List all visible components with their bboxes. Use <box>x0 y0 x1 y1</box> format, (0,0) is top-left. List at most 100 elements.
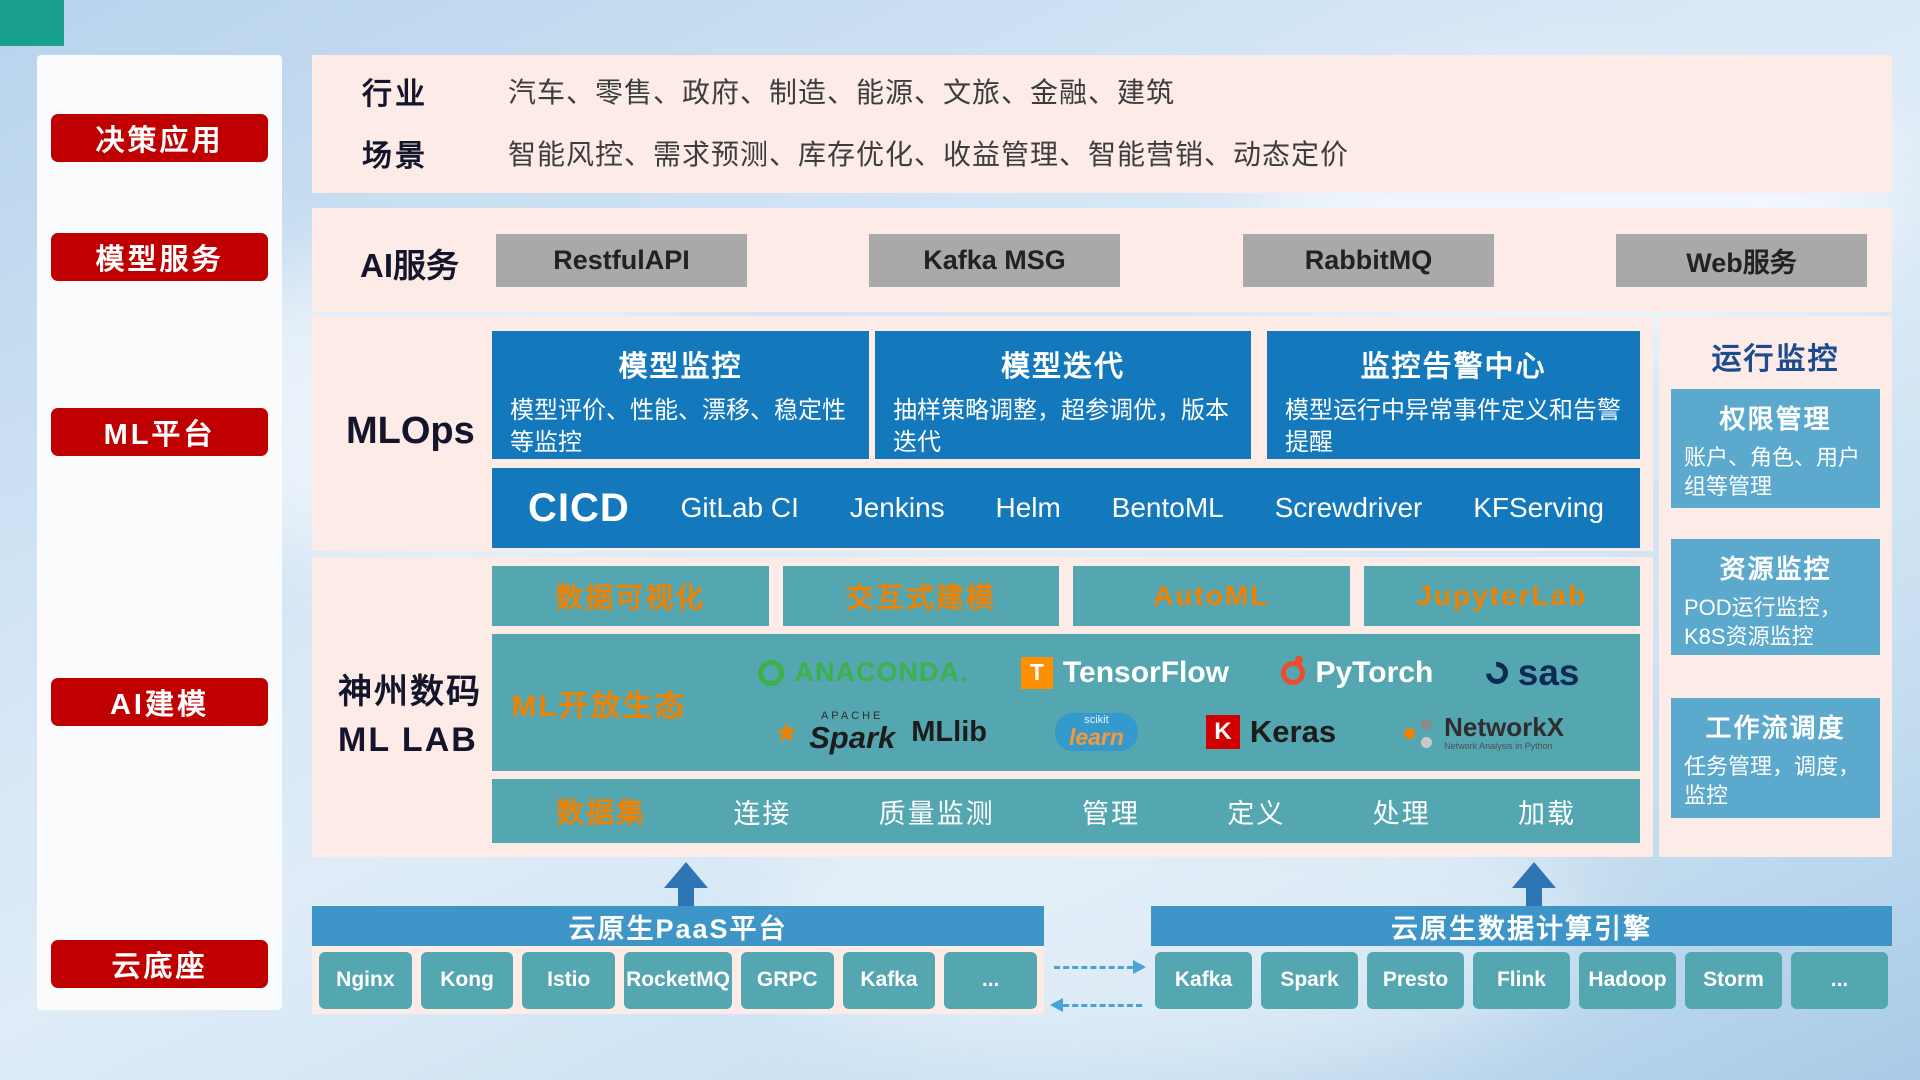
mllab-panel: 神州数码 ML LAB 数据可视化 交互式建模 AutoML JupyterLa… <box>312 557 1653 857</box>
cicd-bar: CICD GitLab CI Jenkins Helm BentoML Scre… <box>492 468 1640 548</box>
ecosystem-logo-row: APACHE Spark MLlib scikit learn K Keras <box>706 710 1632 756</box>
card-title: 监控告警中心 <box>1360 351 1547 383</box>
layer-badge-decision-apps: 决策应用 <box>51 114 268 162</box>
monitor-card-workflow: 工作流调度 任务管理，调度，监控 <box>1671 698 1880 818</box>
engine-chip-spark: Spark <box>1261 952 1358 1009</box>
tool-chip-jupyterlab: JupyterLab <box>1363 566 1640 626</box>
dataset-item-load: 加载 <box>1517 798 1576 829</box>
up-arrow-paas <box>664 862 708 906</box>
spark-brand: APACHE <box>820 710 884 723</box>
card-desc: 任务管理，调度，监控 <box>1684 754 1861 808</box>
cicd-item-kfserving: KFServing <box>1473 492 1604 523</box>
ai-service-panel: AI服务 RestfulAPI Kafka MSG RabbitMQ Web服务 <box>312 208 1892 312</box>
networkx-wordmark: NetworkX Network Analysis in Python <box>1444 713 1564 751</box>
ecosystem-logo-row: ANACONDA. T TensorFlow PyTorch sas <box>706 652 1632 694</box>
service-chip-restfulapi: RestfulAPI <box>496 234 747 287</box>
sas-label: sas <box>1517 651 1580 693</box>
monitor-card-permissions: 权限管理 账户、角色、用户组等管理 <box>1671 389 1880 508</box>
ml-ecosystem-panel: ML开放生态 ANACONDA. T TensorFlow PyTorch <box>492 634 1640 771</box>
scene-row: 场景 智能风控、需求预测、库存优化、收益管理、智能营销、动态定价 <box>312 131 1349 175</box>
tensorflow-icon: T <box>1020 656 1053 689</box>
scene-text: 智能风控、需求预测、库存优化、收益管理、智能营销、动态定价 <box>508 139 1350 170</box>
service-chip-kafka-msg: Kafka MSG <box>869 234 1120 287</box>
dataset-label: 数据集 <box>556 797 647 828</box>
engine-chip-more: ... <box>1791 952 1888 1009</box>
paas-bar: 云原生PaaS平台 <box>312 906 1044 946</box>
keras-icon: K <box>1205 715 1240 750</box>
card-desc: 模型评价、性能、漂移、稳定性等监控 <box>510 397 846 457</box>
corner-accent <box>0 0 64 46</box>
mllab-label-line2: ML LAB <box>338 720 478 759</box>
engine-chip-storm: Storm <box>1685 952 1782 1009</box>
industry-text: 汽车、零售、政府、制造、能源、文旅、金融、建筑 <box>508 77 1176 108</box>
mlops-panel: MLOps 模型监控 模型评价、性能、漂移、稳定性等监控 模型迭代 抽样策略调整… <box>312 316 1653 551</box>
dataset-item-quality: 质量监测 <box>878 798 995 829</box>
arrow-stem <box>1526 888 1542 906</box>
mlops-label: MLOps <box>346 410 475 452</box>
ai-service-label: AI服务 <box>360 247 459 284</box>
anaconda-icon <box>758 659 785 686</box>
card-title: 工作流调度 <box>1705 713 1846 743</box>
sas-logo: sas <box>1481 651 1580 694</box>
keras-label: Keras <box>1249 714 1337 750</box>
networkx-label: NetworkX <box>1444 712 1565 743</box>
tool-chip-automl: AutoML <box>1073 566 1350 626</box>
paas-chip-istio: Istio <box>522 952 616 1009</box>
cicd-item-jenkins: Jenkins <box>849 492 945 523</box>
ml-ecosystem-label: ML开放生态 <box>511 689 687 723</box>
anaconda-logo: ANACONDA. <box>758 657 968 688</box>
dataset-bar: 数据集 连接 质量监测 管理 定义 处理 加载 <box>492 779 1640 843</box>
pytorch-label: PyTorch <box>1315 655 1434 689</box>
industry-panel: 行业 汽车、零售、政府、制造、能源、文旅、金融、建筑 场景 智能风控、需求预测、… <box>312 55 1892 193</box>
paas-chip-rocketmq: RocketMQ <box>624 952 732 1009</box>
card-title: 模型迭代 <box>1000 351 1125 383</box>
mlops-card-model-iteration: 模型迭代 抽样策略调整，超参调优，版本迭代 <box>875 331 1251 459</box>
runtime-monitor-title: 运行监控 <box>1711 343 1840 376</box>
mllib-label: MLlib <box>911 715 987 748</box>
engine-chip-kafka: Kafka <box>1155 952 1252 1009</box>
tensorflow-label: TensorFlow <box>1062 655 1230 689</box>
engine-chip-hadoop: Hadoop <box>1579 952 1676 1009</box>
cicd-item-gitlab-ci: GitLab CI <box>680 492 799 523</box>
scikit-learn-logo: scikit learn <box>1054 713 1138 752</box>
spark-label: Spark <box>809 720 896 756</box>
engine-chip-row: Kafka Spark Presto Flink Hadoop Storm ..… <box>1155 952 1888 1009</box>
paas-chip-grpc: GRPC <box>740 952 834 1009</box>
card-desc: 模型运行中异常事件定义和告警提醒 <box>1285 397 1621 457</box>
dataset-item-connect: 连接 <box>733 798 792 829</box>
cicd-label: CICD <box>528 485 630 530</box>
paas-chip-nginx: Nginx <box>319 952 412 1009</box>
layer-badge-ml-platform: ML平台 <box>51 408 268 456</box>
dashed-arrow-left <box>1050 998 1142 1012</box>
spark-mllib-logo: APACHE Spark MLlib <box>774 710 987 756</box>
card-title: 模型监控 <box>618 351 743 383</box>
layer-sidebar: 决策应用 模型服务 ML平台 AI建模 云底座 <box>37 55 282 1010</box>
cicd-item-screwdriver: Screwdriver <box>1274 492 1423 523</box>
dataset-item-manage: 管理 <box>1082 798 1140 829</box>
arrow-head <box>664 862 708 888</box>
engine-chip-presto: Presto <box>1367 952 1464 1009</box>
engine-chip-flink: Flink <box>1473 952 1570 1009</box>
mllab-label-line1: 神州数码 <box>338 673 482 711</box>
layer-badge-ai-modeling: AI建模 <box>51 678 268 726</box>
tensorflow-logo: T TensorFlow <box>1020 655 1230 690</box>
up-arrow-engine <box>1512 862 1556 906</box>
mllab-tools-row: 数据可视化 交互式建模 AutoML JupyterLab <box>492 566 1640 626</box>
networkx-icon <box>1404 719 1434 745</box>
layer-badge-model-service: 模型服务 <box>51 233 268 281</box>
layer-badge-cloud-base: 云底座 <box>51 940 268 988</box>
sas-icon <box>1481 657 1513 689</box>
monitor-card-resources: 资源监控 POD运行监控，K8S资源监控 <box>1671 539 1880 655</box>
card-desc: POD运行监控，K8S资源监控 <box>1684 595 1842 649</box>
mlops-card-alert-center: 监控告警中心 模型运行中异常事件定义和告警提醒 <box>1267 331 1640 459</box>
service-chip-rabbitmq: RabbitMQ <box>1243 234 1494 287</box>
runtime-monitor-panel: 运行监控 权限管理 账户、角色、用户组等管理 资源监控 POD运行监控，K8S资… <box>1659 316 1892 857</box>
pytorch-logo: PyTorch <box>1281 655 1434 690</box>
dataset-item-define: 定义 <box>1227 798 1286 829</box>
paas-chip-kafka: Kafka <box>842 952 936 1009</box>
card-desc: 账户、角色、用户组等管理 <box>1684 445 1861 499</box>
mllab-label: 神州数码 ML LAB <box>338 669 482 764</box>
card-title: 权限管理 <box>1719 404 1832 434</box>
mlops-card-model-monitoring: 模型监控 模型评价、性能、漂移、稳定性等监控 <box>492 331 869 459</box>
